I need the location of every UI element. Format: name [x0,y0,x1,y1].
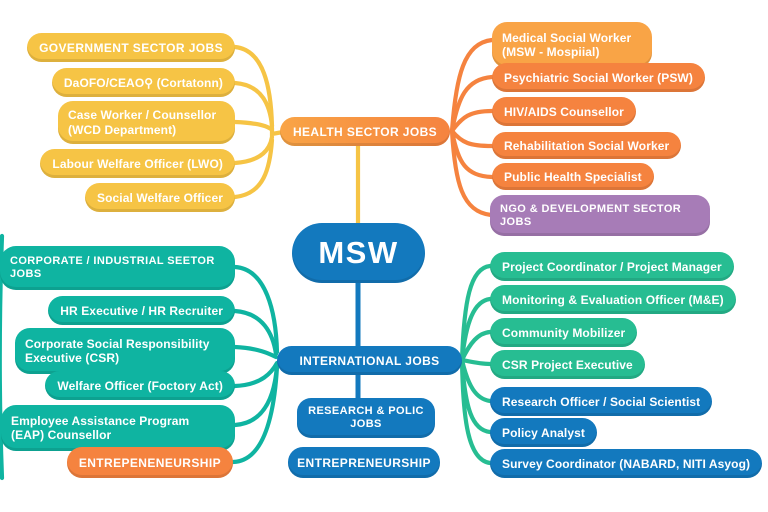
health-connectors [449,37,495,218]
node-research-policy-header: RESEARCH & POLIC JOBS [297,398,435,438]
node-entrepreneurship-left: ENTREPENENEURSHIP [66,447,233,478]
node-project-coordinator: Project Coordinator / Project Manager [490,252,734,281]
node-psychiatric-social-worker: Psychiatric Social Worker (PSW) [492,63,705,92]
node-medical-social-worker: Medical Social Worker (MSW - Mospiial) [492,22,652,68]
node-csr-project-executive: CSR Project Executive [490,350,645,379]
node-community-mobilizer: Community Mobilizer [490,318,638,347]
node-social-welfare-officer: Social Welfare Officer [84,183,235,212]
node-international-header: INTERNATIONAL JOBS [277,346,462,375]
node-survey-coordinator: Survey Coordinator (NABARD, NITI Asyog) [490,449,763,478]
node-corporate-header: CORPORATE / INDUSTRIAL SEETOR JOBS [0,246,235,290]
node-ngo-header: NGO & DEVELOPMENT SECTOR JOBS [490,195,710,236]
node-public-health-specialist: Public Health Specialist [492,163,654,190]
node-entrepreneurship-bottom: ENTREPRENEURSHIP [288,447,440,478]
node-msw-center: MSW [292,223,425,283]
node-hr-executive: HR Executive / HR Recruiter [48,296,235,325]
node-health-header: HEALTH SECTOR JOBS [280,117,450,146]
node-csr-executive: Corporate Social Responsibility Executiv… [15,328,235,374]
node-case-worker: Case Worker / Counsellor (WCD Department… [58,101,235,144]
node-monitoring-evaluation-officer: Monitoring & Evaluation Officer (M&E) [490,285,736,314]
node-eap-counsellor: Employee Assistance Program (EAP) Counse… [1,405,235,451]
node-hiv-aids-counsellor: HIV/AIDS Counsellor [492,97,636,126]
node-government-header: GOVERNMENT SECTOR JOBS [27,33,235,62]
node-rehabilitation-social-worker: Rehabilitation Social Worker [492,132,682,159]
node-welfare-officer: Welfare Officer (Foctory Act) [45,371,235,400]
international-connectors [459,263,493,466]
node-research-officer: Research Officer / Social Scientist [490,387,713,416]
node-policy-analyst: Policy Analyst [490,418,597,447]
government-connectors [232,44,361,229]
node-dpo-cdpo: DaOFO/CEAO⚲ (Cortatonn) [51,68,235,97]
node-labour-welfare-officer: Labour Welfare Officer (LWO) [40,149,235,178]
